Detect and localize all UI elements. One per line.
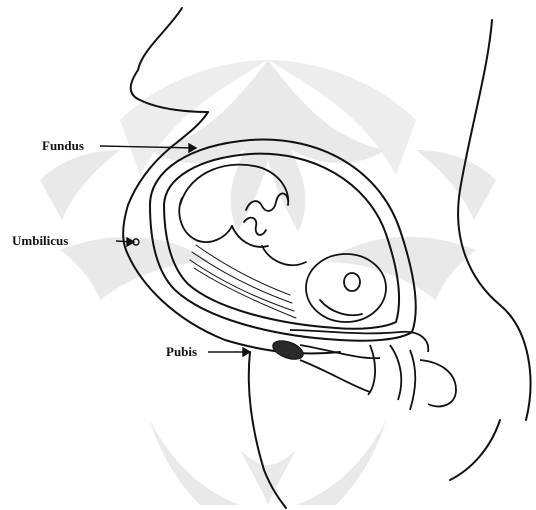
watermark-emblem	[40, 60, 496, 505]
pubic-bone	[270, 337, 306, 363]
pubis-label: Pubis	[166, 345, 197, 359]
pelvic-organs	[290, 330, 456, 410]
fundus-label: Fundus	[42, 139, 84, 153]
umbilicus-label: Umbilicus	[12, 234, 68, 248]
